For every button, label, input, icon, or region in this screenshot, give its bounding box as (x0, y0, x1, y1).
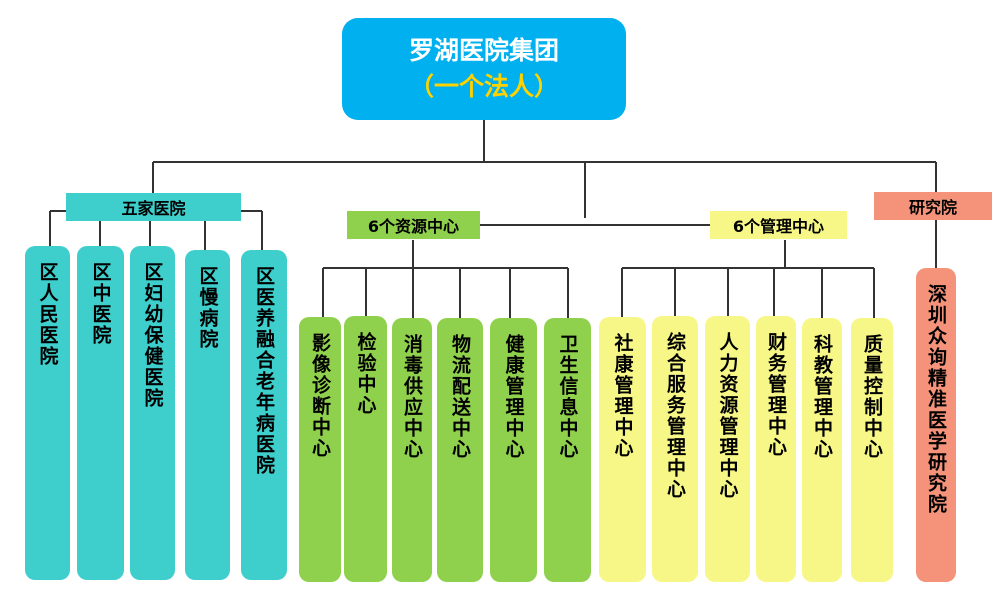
management-center-node: 综合服务管理中心 (652, 316, 698, 582)
hospital-name: 区医养融合老年病医院 (253, 266, 275, 476)
resource-center-node: 健康管理中心 (490, 318, 537, 582)
resource-center-node: 消毒供应中心 (392, 318, 432, 582)
hospital-node: 区中医院 (77, 246, 124, 580)
management-center-node: 社康管理中心 (599, 317, 646, 582)
management-center-name: 社康管理中心 (611, 333, 634, 459)
resource-center-name: 健康管理中心 (502, 334, 525, 460)
management-center-node: 科教管理中心 (802, 318, 842, 582)
management-center-node: 财务管理中心 (756, 316, 796, 582)
resource-center-name: 卫生信息中心 (556, 334, 579, 460)
root-title: 罗湖医院集团 (408, 36, 559, 65)
management-center-name: 科教管理中心 (811, 334, 833, 460)
research-institute-node: 深圳众询精准医学研究院 (916, 268, 956, 582)
resource-center-node: 检验中心 (344, 316, 387, 582)
root-node: 罗湖医院集团 （一个法人） (342, 18, 626, 120)
hospitals-header: 五家医院 (66, 193, 241, 221)
management-center-node: 人力资源管理中心 (705, 316, 750, 582)
hospital-name: 区人民医院 (36, 262, 59, 367)
hospital-name: 区慢病院 (196, 266, 219, 350)
research-institute-name: 深圳众询精准医学研究院 (925, 284, 947, 515)
resource-center-node: 卫生信息中心 (544, 318, 591, 582)
hospital-node: 区妇幼保健医院 (130, 246, 175, 580)
resource-center-name: 消毒供应中心 (401, 334, 423, 460)
resource-centers-header: 6个资源中心 (347, 211, 480, 239)
resource-center-name: 影像诊断中心 (309, 333, 331, 459)
hospital-node: 区慢病院 (185, 250, 230, 580)
hospital-node: 区人民医院 (25, 246, 70, 580)
hospital-name: 区中医院 (89, 262, 112, 346)
resource-center-name: 物流配送中心 (449, 334, 471, 460)
research-header: 研究院 (874, 192, 992, 220)
management-center-name: 质量控制中心 (861, 334, 883, 460)
management-center-name: 综合服务管理中心 (664, 332, 686, 500)
management-center-node: 质量控制中心 (851, 318, 893, 582)
management-center-name: 人力资源管理中心 (716, 332, 739, 500)
hospital-node: 区医养融合老年病医院 (241, 250, 287, 580)
root-subtitle: （一个法人） (408, 72, 559, 101)
resource-center-node: 影像诊断中心 (299, 317, 341, 582)
management-centers-header: 6个管理中心 (710, 211, 847, 239)
resource-center-node: 物流配送中心 (437, 318, 483, 582)
resource-center-name: 检验中心 (354, 332, 377, 416)
hospital-name: 区妇幼保健医院 (141, 262, 164, 409)
management-center-name: 财务管理中心 (765, 332, 787, 458)
